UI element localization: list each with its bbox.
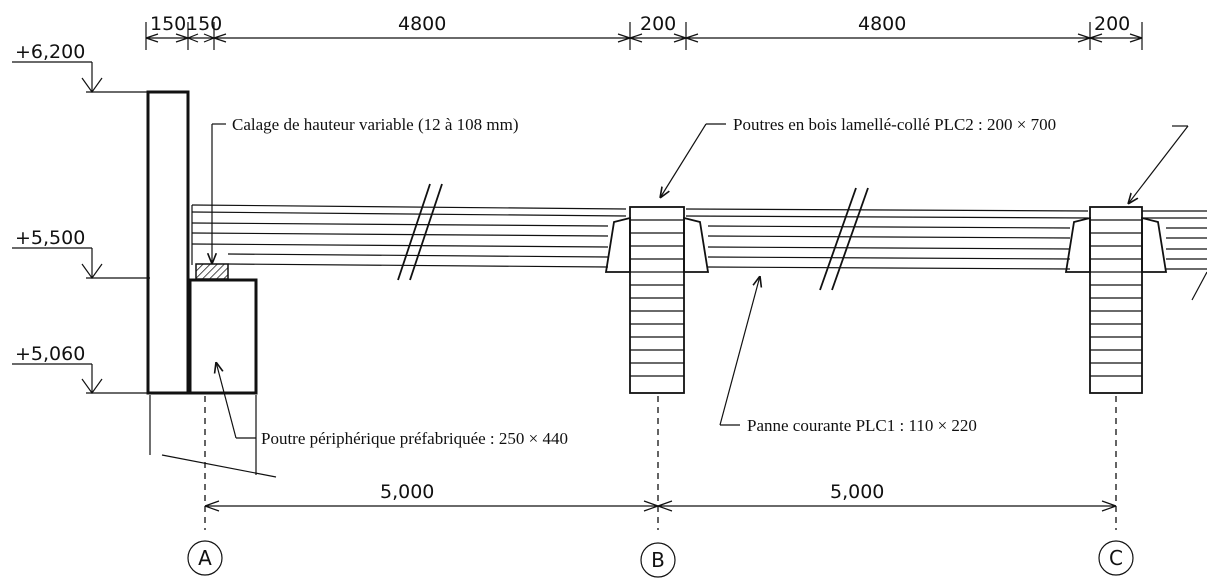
axis-bubble-b: B <box>640 542 676 578</box>
dim-4800-b: 4800 <box>858 13 906 35</box>
dim-150-a: 150 <box>150 13 186 35</box>
deck-planks-right <box>685 187 1207 301</box>
glulam-beam-c <box>1064 206 1168 394</box>
dim-5000-a: 5,000 <box>380 481 434 503</box>
edge-beam <box>188 263 258 395</box>
shim-hatch <box>195 263 229 280</box>
edge-beam-label: Poutre périphérique préfabriquée : 250 ×… <box>261 429 568 448</box>
dim-5000-b: 5,000 <box>830 481 884 503</box>
annotation-edge-beam: Poutre périphérique préfabriquée : 250 ×… <box>216 362 568 448</box>
parapet-wall <box>146 90 190 395</box>
axis-bubble-a: A <box>187 540 223 576</box>
axis-b-label: B <box>651 548 665 572</box>
purlin-label: Panne courante PLC1 : 110 × 220 <box>747 416 977 435</box>
level-6200-label: +6,200 <box>15 41 85 63</box>
level-marker-6200: +6,200 <box>12 41 150 94</box>
level-marker-5500: +5,500 <box>12 227 150 280</box>
dim-200-b: 200 <box>1094 13 1130 35</box>
glulam-beam-b <box>604 206 710 394</box>
level-5500-label: +5,500 <box>15 227 85 249</box>
dim-150-b: 150 <box>186 13 222 35</box>
annotation-shim: Calage de hauteur variable (12 à 108 mm) <box>212 115 519 264</box>
dim-4800-a: 4800 <box>398 13 446 35</box>
dim-200-a: 200 <box>640 13 676 35</box>
top-dimension-chain: 150 150 4800 200 4800 200 <box>145 13 1143 50</box>
annotation-purlin: Panne courante PLC1 : 110 × 220 <box>719 276 977 435</box>
annotation-glulam-beams: Poutres en bois lamellé-collé PLC2 : 200… <box>660 115 1189 204</box>
bottom-dimension-chain: 5,000 5,000 <box>204 481 1117 512</box>
deck-planks-left <box>191 183 627 281</box>
axis-c-label: C <box>1109 546 1123 570</box>
level-5060-label: +5,060 <box>15 343 85 365</box>
axis-a-label: A <box>198 546 212 570</box>
glulam-beams-label: Poutres en bois lamellé-collé PLC2 : 200… <box>733 115 1056 134</box>
level-marker-5060: +5,060 <box>12 343 150 395</box>
shim-label: Calage de hauteur variable (12 à 108 mm) <box>232 115 519 134</box>
axis-bubble-c: C <box>1098 540 1134 576</box>
